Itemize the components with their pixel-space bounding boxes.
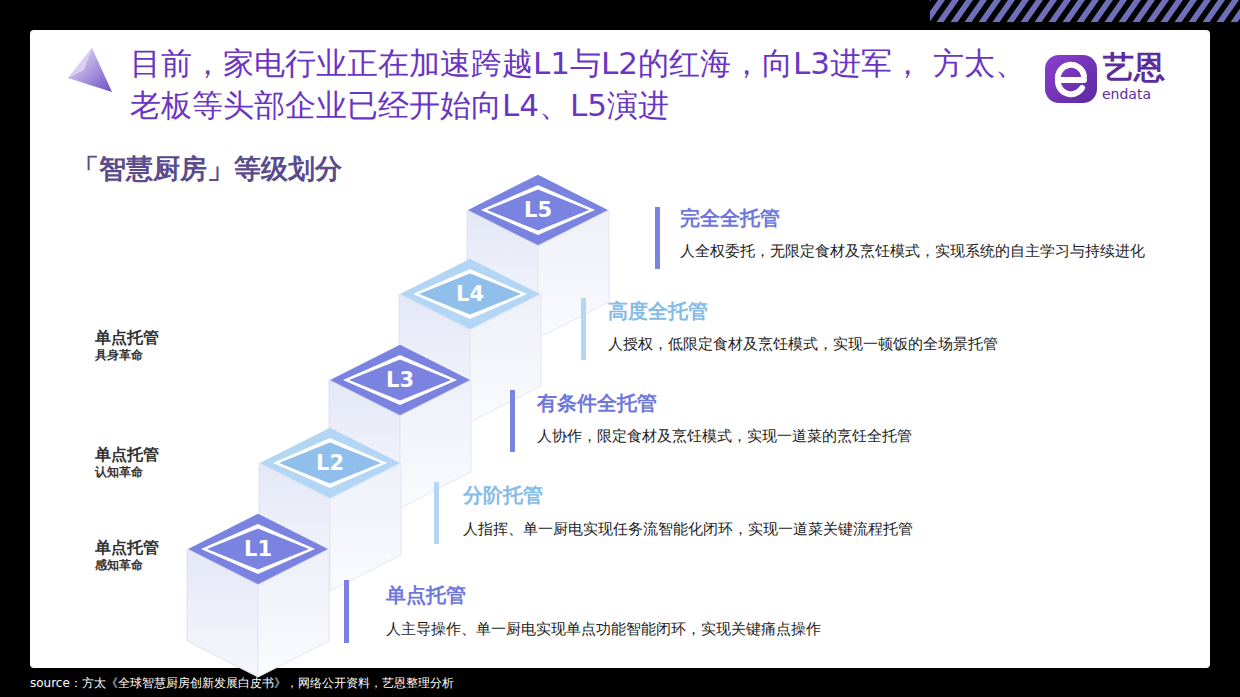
level-description: 人主导操作、单一厨电实现单点功能智能闭环，实现关键痛点操作: [386, 620, 821, 639]
level-number: L4: [456, 282, 484, 306]
level-bars: [344, 207, 660, 643]
level-diamond: L2: [259, 427, 401, 499]
diamond-ring: [400, 259, 540, 329]
level-number: L3: [386, 368, 414, 392]
diamond-face: [349, 360, 451, 401]
stripe-band: [930, 0, 1240, 22]
level-diamond: L4: [399, 258, 541, 330]
level-number: L1: [244, 537, 272, 561]
level-heading: 分阶托管: [463, 483, 543, 508]
diamond-ring: [188, 514, 328, 584]
level-heading: 高度全托管: [608, 299, 708, 324]
level-diamond: L5: [467, 174, 609, 246]
level-box: L5: [467, 174, 609, 246]
level-box: L2: [259, 427, 401, 499]
diamond-gap: [481, 185, 595, 235]
stage-label: 单点托管: [95, 328, 159, 348]
diamond-gap: [343, 355, 457, 405]
logo-text: endata: [1102, 86, 1151, 104]
diamond-gap: [273, 438, 387, 488]
level-heading: 完全全托管: [680, 206, 780, 231]
diamond-ring: [330, 345, 470, 415]
level-box: L1: [187, 513, 329, 585]
stage-sublabel: 认知革命: [95, 465, 143, 480]
level-heading: 单点托管: [386, 583, 466, 608]
level-diamond: L1: [187, 513, 329, 585]
diamond-face: [487, 190, 589, 231]
stage-label: 单点托管: [95, 538, 159, 558]
level-description: 人授权，低限定食材及烹饪模式，实现一顿饭的全场景托管: [608, 335, 998, 354]
level-heading: 有条件全托管: [537, 391, 657, 416]
diamond-gap: [413, 269, 527, 319]
slide-title: 目前，家电行业正在加速跨越L1与L2的红海，向L3进军， 方太、老板等头部企业已…: [130, 42, 1035, 126]
level-number: L2: [316, 451, 344, 475]
level-description: 人全权委托，无限定食材及烹饪模式，实现系统的自主学习与持续进化: [680, 242, 1145, 261]
level-diamond: L3: [329, 344, 471, 416]
logo-icon: [1045, 55, 1097, 103]
section-heading: 「智慧厨房」等级划分: [72, 152, 342, 186]
level-description: 人指挥、单一厨电实现任务流智能化闭环，实现一道菜关键流程托管: [463, 520, 913, 539]
level-box: L3: [329, 344, 471, 416]
diamond-face: [279, 443, 381, 484]
title-ornament: [68, 48, 112, 92]
stage-sublabel: 感知革命: [95, 558, 143, 573]
diamond-face: [419, 274, 521, 315]
level-description: 人协作，限定食材及烹饪模式，实现一道菜的烹饪全托管: [537, 427, 912, 446]
stage-label: 单点托管: [95, 445, 159, 465]
source-caption: source：方太《全球智慧厨房创新发展白皮书》，网络公开资料，艺恩整理分析: [30, 675, 454, 692]
level-number: L5: [524, 198, 552, 222]
level-box: L4: [399, 258, 541, 330]
stage-sublabel: 具身革命: [95, 348, 143, 363]
diamond-ring: [260, 428, 400, 498]
diamond-gap: [201, 524, 315, 574]
diamond-ring: [468, 175, 608, 245]
logo-text: 艺恩: [1103, 48, 1165, 87]
diamond-face: [207, 529, 309, 570]
